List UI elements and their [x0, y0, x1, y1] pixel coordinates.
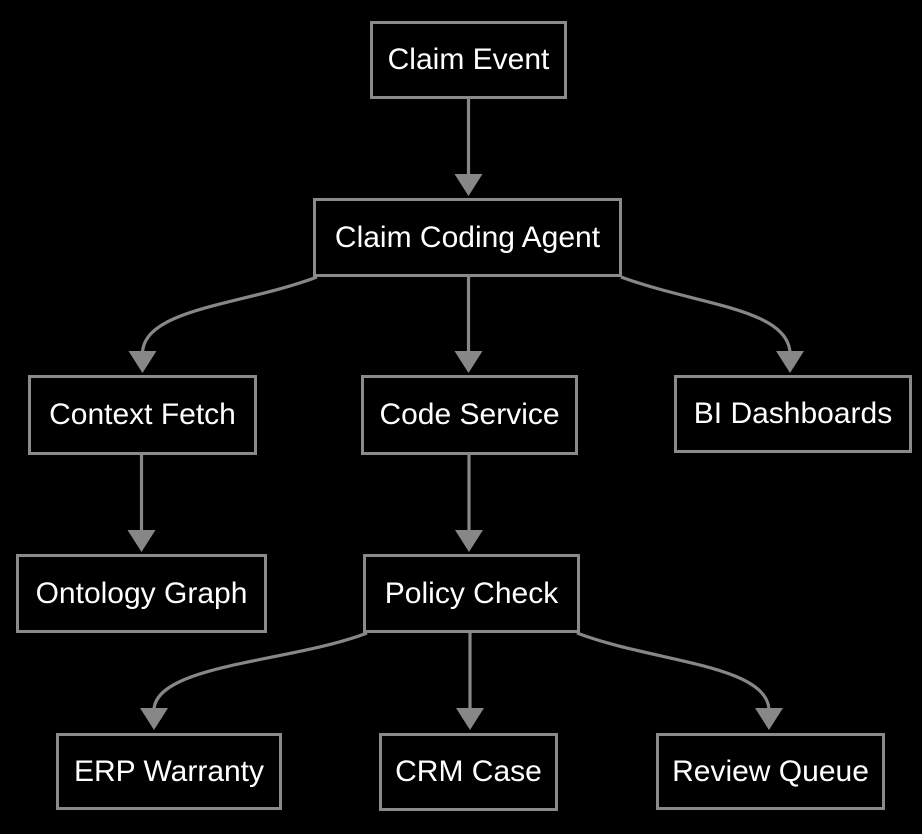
edge-code-service-to-policy-check [455, 455, 483, 552]
edge-policy-check-to-erp-warranty [140, 631, 368, 730]
node-claim-coding-agent: Claim Coding Agent [313, 198, 622, 277]
edge-policy-check-to-crm-case [456, 633, 484, 730]
node-code-service: Code Service [361, 375, 578, 455]
node-crm-case: CRM Case [379, 733, 558, 811]
arrowhead [128, 351, 157, 373]
arrowhead [140, 708, 168, 730]
edge-claim-coding-agent-to-context-fetch [128, 275, 318, 373]
edge-claim-coding-agent-to-code-service [454, 277, 483, 373]
node-ontology-graph: Ontology Graph [16, 554, 267, 633]
node-bi-dashboards: BI Dashboards [674, 375, 912, 453]
node-erp-warranty: ERP Warranty [56, 733, 282, 810]
arrowhead [755, 708, 783, 730]
arrowhead [455, 530, 483, 552]
node-policy-check: Policy Check [363, 554, 580, 633]
arrowhead [776, 351, 804, 373]
edge-policy-check-to-review-queue [576, 631, 783, 730]
node-review-queue: Review Queue [656, 733, 885, 810]
node-context-fetch: Context Fetch [28, 375, 257, 455]
arrowhead [454, 174, 483, 196]
edge-context-fetch-to-ontology-graph [127, 455, 156, 552]
node-claim-event: Claim Event [370, 21, 567, 99]
edge-claim-event-to-claim-coding-agent [454, 99, 483, 196]
arrowhead [454, 351, 483, 373]
arrowhead [127, 530, 156, 552]
edge-claim-coding-agent-to-bi-dashboards [620, 275, 804, 373]
arrowhead [456, 708, 484, 730]
